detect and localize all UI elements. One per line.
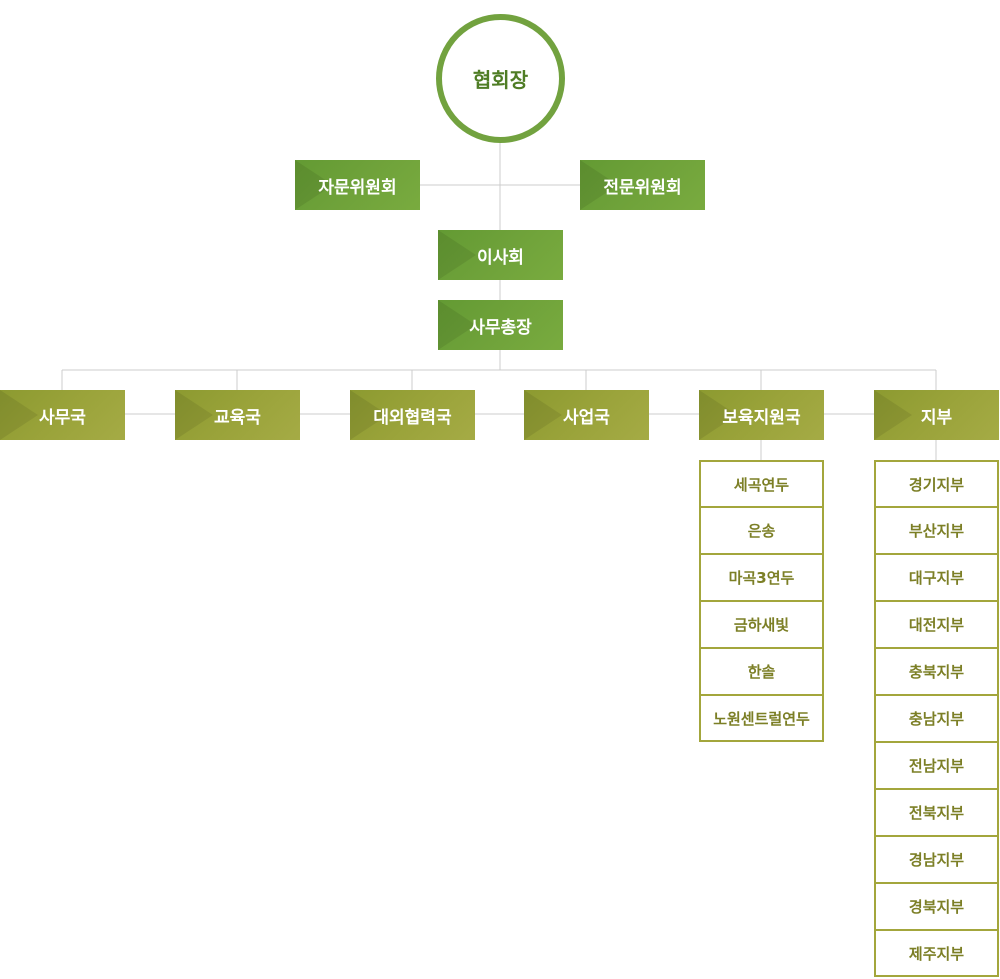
advisory-committee-node: 자문위원회 bbox=[295, 160, 420, 210]
advisory-committee-label: 자문위원회 bbox=[318, 177, 397, 198]
list-item: 경남지부 bbox=[874, 836, 999, 883]
branch-list: 경기지부 부산지부 대구지부 대전지부 충북지부 충남지부 전남지부 전북지부 … bbox=[874, 460, 999, 977]
board-node: 이사회 bbox=[438, 230, 563, 280]
department-node: 교육국 bbox=[175, 390, 300, 440]
secretary-general-label: 사무총장 bbox=[469, 317, 532, 338]
department-label: 사무국 bbox=[39, 407, 86, 428]
board-label: 이사회 bbox=[477, 247, 524, 268]
president-node: 협회장 bbox=[436, 14, 565, 143]
expert-committee-label: 전문위원회 bbox=[603, 177, 682, 198]
list-item: 부산지부 bbox=[874, 507, 999, 554]
department-node: 대외협력국 bbox=[350, 390, 475, 440]
list-item: 마곡3연두 bbox=[699, 554, 824, 601]
list-item: 경기지부 bbox=[874, 460, 999, 507]
list-item: 한솔 bbox=[699, 648, 824, 695]
list-item: 노원센트럴연두 bbox=[699, 695, 824, 742]
department-node: 보육지원국 bbox=[699, 390, 824, 440]
secretary-general-node: 사무총장 bbox=[438, 300, 563, 350]
department-label: 보육지원국 bbox=[722, 407, 801, 428]
list-item: 전남지부 bbox=[874, 742, 999, 789]
list-item: 세곡연두 bbox=[699, 460, 824, 507]
list-item: 은송 bbox=[699, 507, 824, 554]
list-item: 제주지부 bbox=[874, 930, 999, 977]
list-item: 대구지부 bbox=[874, 554, 999, 601]
department-node: 지부 bbox=[874, 390, 999, 440]
president-label: 협회장 bbox=[472, 68, 529, 92]
list-item: 충북지부 bbox=[874, 648, 999, 695]
department-label: 대외협력국 bbox=[373, 407, 452, 428]
department-label: 지부 bbox=[920, 407, 953, 428]
department-label: 교육국 bbox=[214, 407, 261, 428]
department-label: 사업국 bbox=[563, 407, 610, 428]
list-item: 금하새빛 bbox=[699, 601, 824, 648]
department-node: 사무국 bbox=[0, 390, 125, 440]
list-item: 경북지부 bbox=[874, 883, 999, 930]
childcare-support-list: 세곡연두 은송 마곡3연두 금하새빛 한솔 노원센트럴연두 bbox=[699, 460, 824, 742]
department-node: 사업국 bbox=[524, 390, 649, 440]
list-item: 전북지부 bbox=[874, 789, 999, 836]
list-item: 충남지부 bbox=[874, 695, 999, 742]
list-item: 대전지부 bbox=[874, 601, 999, 648]
expert-committee-node: 전문위원회 bbox=[580, 160, 705, 210]
